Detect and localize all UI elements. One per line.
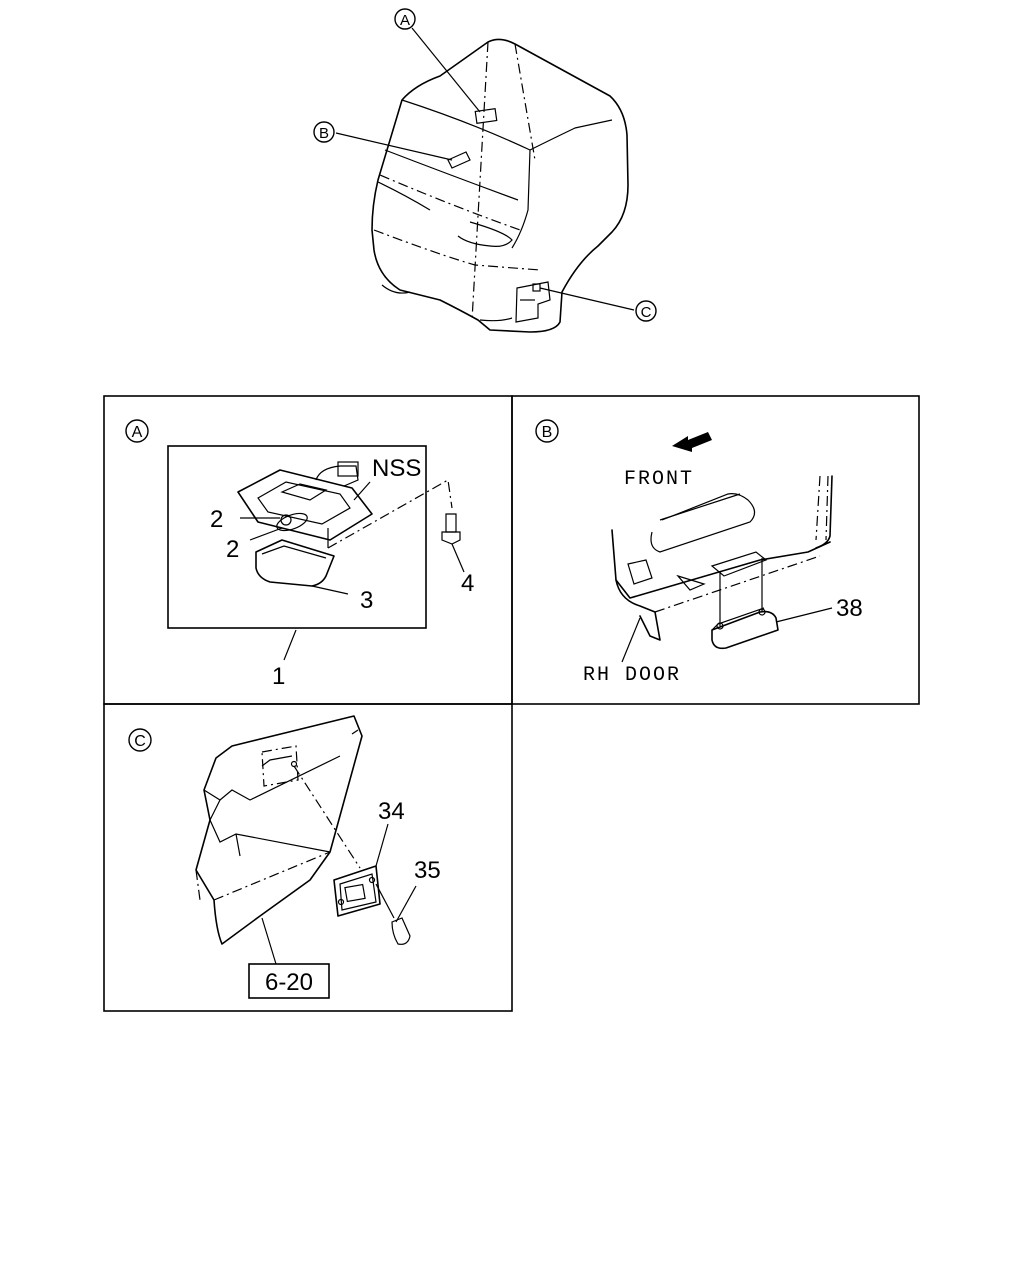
- label-part-35: 35: [414, 857, 441, 884]
- panel-a-frame: [103, 395, 513, 705]
- label-ref-6-20: 6-20: [265, 969, 313, 996]
- panel-a: A NSS 2 2 3 4 1: [125, 419, 474, 690]
- label-part-2b: 2: [226, 536, 239, 563]
- label-nss: NSS: [372, 455, 421, 482]
- callout-b: B: [313, 121, 335, 143]
- panel-c: C 34 35 6-20: [128, 715, 441, 999]
- front-arrow-icon: [672, 432, 712, 452]
- label-rh-door: RH DOOR: [583, 664, 681, 687]
- label-part-4: 4: [461, 570, 474, 597]
- label-part-38: 38: [836, 595, 863, 622]
- callout-a: A: [394, 8, 416, 30]
- panel-b-frame: [511, 395, 920, 705]
- callout-b-label: B: [319, 125, 329, 142]
- label-part-34: 34: [378, 798, 405, 825]
- vehicle-overview: A B C: [313, 8, 657, 333]
- label-part-2a: 2: [210, 506, 223, 533]
- callout-c-label: C: [641, 304, 652, 321]
- label-part-3: 3: [360, 587, 373, 614]
- panel-b-letter: B: [542, 424, 553, 441]
- callout-c: C: [635, 300, 657, 322]
- panel-c-letter: C: [134, 733, 146, 750]
- ref-box: [248, 963, 330, 999]
- label-part-1: 1: [272, 663, 285, 690]
- label-front: FRONT: [624, 468, 694, 491]
- assembly-box: [167, 445, 427, 629]
- callout-a-label: A: [400, 12, 410, 29]
- panel-b: B FRONT 38 RH DOOR: [535, 419, 863, 687]
- panel-c-frame: [103, 703, 513, 1012]
- panel-a-letter: A: [132, 424, 143, 441]
